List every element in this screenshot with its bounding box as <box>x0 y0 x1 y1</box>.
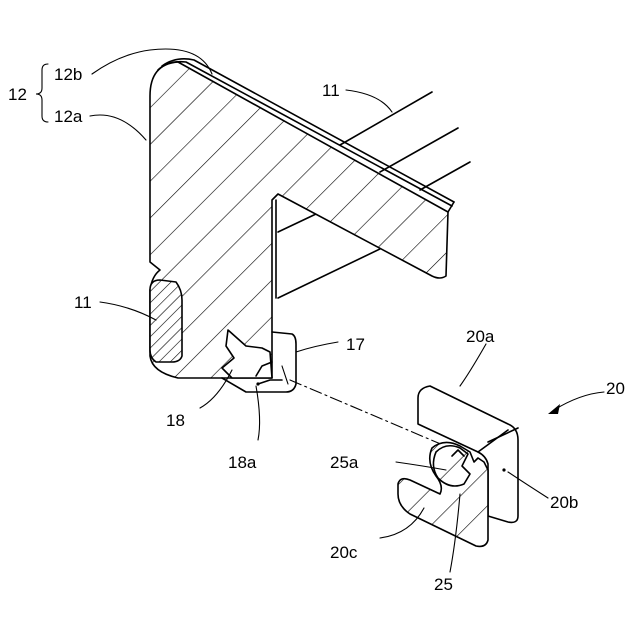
brace-12 <box>36 64 48 122</box>
frame-section-11 <box>150 280 182 362</box>
label-25a: 25a <box>330 453 359 472</box>
clip-member-20 <box>398 386 518 546</box>
label-12b: 12b <box>54 65 82 84</box>
cover-section <box>150 59 454 378</box>
label-17: 17 <box>346 335 365 354</box>
label-11-top: 11 <box>322 81 340 100</box>
label-20: 20 <box>606 379 625 398</box>
label-11-left: 11 <box>74 293 92 312</box>
label-12: 12 <box>8 85 27 104</box>
label-12a: 12a <box>54 107 83 126</box>
label-20c: 20c <box>330 543 358 562</box>
label-18: 18 <box>166 411 185 430</box>
label-18a: 18a <box>228 453 257 472</box>
label-25: 25 <box>434 575 453 594</box>
label-20b: 20b <box>550 493 578 512</box>
label-20a: 20a <box>466 327 495 346</box>
